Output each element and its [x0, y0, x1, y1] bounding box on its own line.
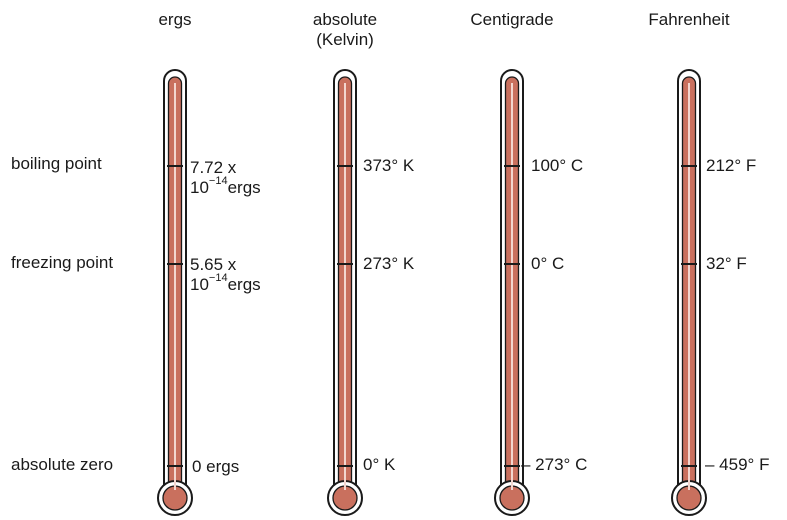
ergs-boiling-unit: ergs	[227, 178, 261, 197]
kelvin-freezing-value: 273° K	[363, 254, 415, 273]
thermometer-ergs	[157, 69, 193, 516]
fahrenheit-zero-value: – 459° F	[705, 455, 770, 474]
column-title-fahrenheit-text: Fahrenheit	[648, 10, 730, 29]
centigrade-boiling-value: 100° C	[531, 156, 584, 175]
row-label-freezing-point: freezing point	[11, 253, 114, 272]
ergs-freezing-value: 5.65 x 10−14ergs	[190, 255, 261, 295]
column-title-centigrade-text: Centigrade	[470, 10, 554, 29]
ergs-boiling-exponent: −14	[208, 175, 228, 188]
thermometer-fahrenheit	[671, 69, 707, 516]
column-title-fahrenheit: Fahrenheit	[634, 10, 744, 30]
column-title-kelvin-line2: (Kelvin)	[316, 30, 374, 49]
row-label-boiling-point: boiling point	[11, 154, 102, 173]
column-title-ergs-text: ergs	[158, 10, 192, 29]
ergs-freezing-line2: 10−14ergs	[190, 272, 261, 295]
ergs-boiling-value: 7.72 x 10−14ergs	[190, 158, 261, 198]
thermometer-kelvin	[327, 69, 363, 516]
column-title-centigrade: Centigrade	[457, 10, 567, 30]
column-title-kelvin: absolute (Kelvin)	[290, 10, 400, 50]
fahrenheit-freezing-value: 32° F	[706, 254, 747, 273]
ergs-freezing-exponent: −14	[208, 272, 228, 285]
ergs-freezing-unit: ergs	[227, 275, 261, 294]
ergs-freezing-line1: 5.65 x	[190, 255, 237, 274]
ergs-boiling-line2: 10−14ergs	[190, 175, 261, 198]
column-title-ergs: ergs	[135, 10, 215, 30]
centigrade-freezing-value: 0° C	[531, 254, 565, 273]
column-title-kelvin-line1: absolute	[312, 10, 378, 29]
ergs-boiling-base: 10	[190, 178, 209, 197]
kelvin-zero-value: 0° K	[363, 455, 396, 474]
centigrade-zero-value: – 273° C	[521, 455, 588, 474]
thermometer-centigrade	[494, 69, 530, 516]
ergs-freezing-base: 10	[190, 275, 209, 294]
row-label-absolute-zero: absolute zero	[11, 455, 114, 474]
fahrenheit-boiling-value: 212° F	[706, 156, 757, 175]
ergs-zero-value: 0 ergs	[192, 457, 240, 476]
ergs-boiling-line1: 7.72 x	[190, 158, 237, 177]
kelvin-boiling-value: 373° K	[363, 156, 415, 175]
